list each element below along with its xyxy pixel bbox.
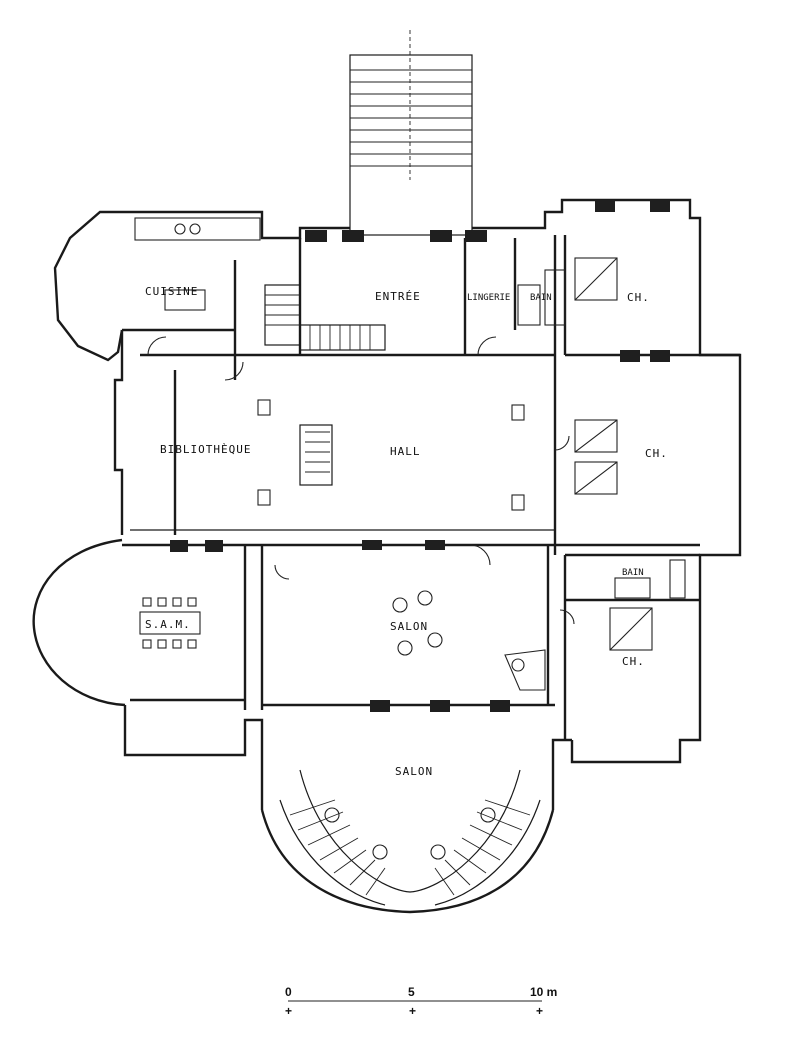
hall-columns bbox=[257, 399, 525, 511]
label-cuisine: CUISINE bbox=[145, 285, 198, 298]
label-salon-rotunda: SALON bbox=[395, 765, 433, 778]
label-hall: HALL bbox=[390, 445, 421, 458]
label-ch-top: CH. bbox=[627, 291, 650, 304]
hall-fireplace bbox=[299, 424, 333, 486]
label-entree: ENTRÉE bbox=[375, 290, 421, 303]
pilasters bbox=[170, 200, 670, 712]
label-bain-top: BAIN bbox=[530, 293, 552, 303]
furniture bbox=[134, 217, 686, 691]
rotunda-stairs bbox=[279, 799, 541, 906]
door-swings bbox=[147, 336, 575, 625]
scale-tick-10: + bbox=[536, 1004, 543, 1018]
label-lingerie: LINGERIE bbox=[467, 293, 510, 303]
scale-tick-0: + bbox=[285, 1004, 292, 1018]
scale-label-5: 5 bbox=[408, 985, 415, 999]
label-sam: S.A.M. bbox=[145, 618, 191, 631]
label-ch-lower: CH. bbox=[622, 655, 645, 668]
label-bain-right: BAIN bbox=[622, 568, 644, 578]
interior-walls bbox=[122, 235, 740, 740]
service-stair bbox=[264, 284, 386, 351]
scale-label-0: 0 bbox=[285, 985, 292, 999]
entrance-stair bbox=[349, 30, 473, 236]
scale-bar: 0 5 10 m + + + bbox=[285, 985, 557, 1018]
label-bibliotheque: BIBLIOTHÈQUE bbox=[160, 443, 251, 456]
label-ch-right: CH. bbox=[645, 447, 668, 460]
label-salon-main: SALON bbox=[390, 620, 428, 633]
scale-label-10: 10 m bbox=[530, 985, 557, 999]
scale-tick-5: + bbox=[409, 1004, 416, 1018]
